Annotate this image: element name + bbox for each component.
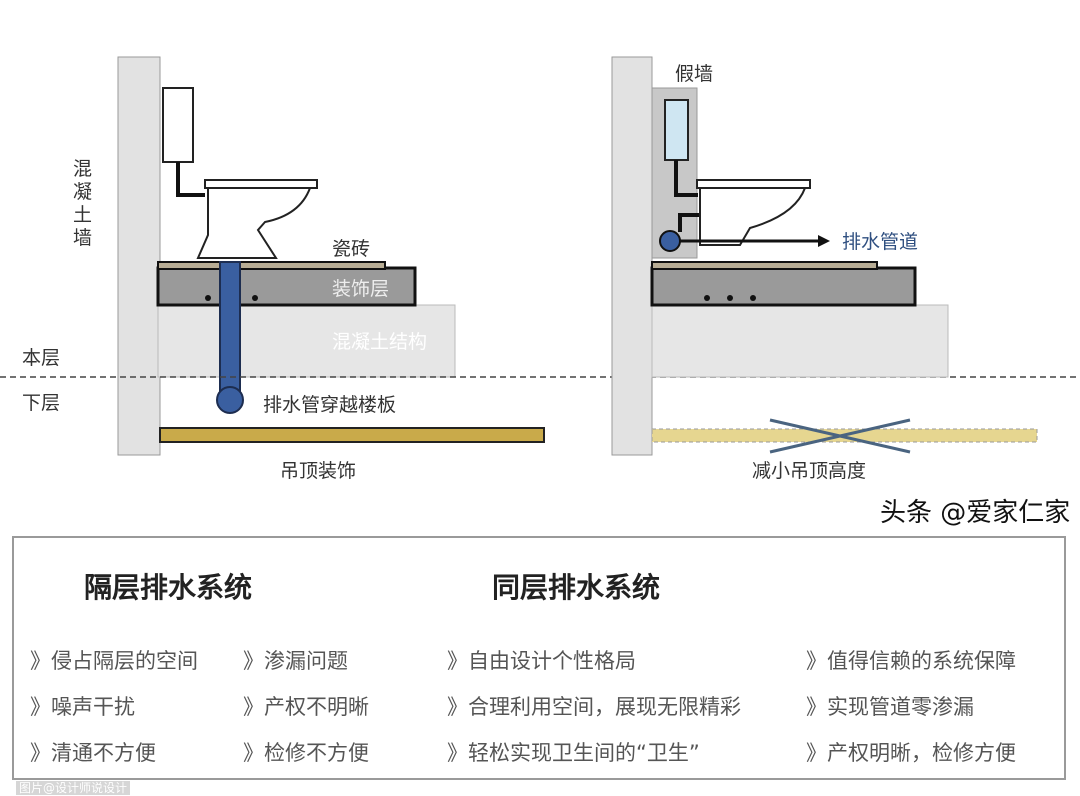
drain-pipe-label: 排水管道 xyxy=(842,231,918,253)
wall-label: 混凝土墙 xyxy=(73,158,93,249)
list-item: 》实现管道零渗漏 xyxy=(806,695,974,719)
tank-pipe-left xyxy=(176,162,205,197)
toilet-right xyxy=(696,179,811,246)
toilet-tank-left xyxy=(162,87,194,163)
pipe-through-label: 排水管穿越楼板 xyxy=(263,394,396,416)
list-item: 》产权明晰，检修方便 xyxy=(806,741,1016,765)
left-system-title: 隔层排水系统 xyxy=(84,571,253,604)
list-item: 》侵占隔层的空间 xyxy=(30,649,198,673)
watermark-source: 图片@设计师说设计 xyxy=(16,781,131,795)
this-floor-label: 本层 xyxy=(22,347,60,369)
concrete-structure-right xyxy=(651,304,949,378)
tile-left xyxy=(157,261,386,270)
toilet-tank-right xyxy=(664,99,689,161)
list-item: 》产权不明晰 xyxy=(243,695,369,719)
list-item: 》检修不方便 xyxy=(243,741,369,765)
ceiling-left xyxy=(159,427,545,443)
watermark-author: 头条 @爱家仁家 xyxy=(880,498,1071,528)
concrete-wall-right xyxy=(611,56,653,456)
right-system-title: 同层排水系统 xyxy=(492,571,661,604)
decor-layer-right xyxy=(650,266,917,307)
fake-wall-label: 假墙 xyxy=(675,63,713,85)
list-item: 》轻松实现卫生间的“卫生” xyxy=(447,741,700,765)
decor-label: 装饰层 xyxy=(332,278,389,300)
list-item: 》自由设计个性格局 xyxy=(447,649,636,673)
concrete-wall-left xyxy=(117,56,161,456)
concrete-label: 混凝土结构 xyxy=(332,331,427,353)
list-item: 》合理利用空间，展现无限精彩 xyxy=(447,695,741,719)
list-item: 》清通不方便 xyxy=(30,741,156,765)
comparison-panel xyxy=(12,536,1066,780)
list-item: 》渗漏问题 xyxy=(243,649,348,673)
decor-layer-left xyxy=(156,266,417,307)
ceiling-label: 吊顶装饰 xyxy=(280,460,356,482)
lower-floor-label: 下层 xyxy=(22,392,60,414)
list-item: 》噪声干扰 xyxy=(30,695,135,719)
drainage-diagram: 瓷砖 装饰层 混凝土结构 本层 下层 排水管穿越楼板 吊顶装饰 假墙 排水管道 … xyxy=(0,56,1080,482)
drain-pipe-right xyxy=(659,230,681,252)
concrete-structure-left xyxy=(157,304,456,378)
tile-right xyxy=(651,261,878,270)
tile-label: 瓷砖 xyxy=(332,238,370,260)
reduce-ceiling-label: 减小吊顶高度 xyxy=(752,460,866,482)
toilet-left xyxy=(196,179,318,259)
list-item: 》值得信赖的系统保障 xyxy=(806,649,1016,673)
